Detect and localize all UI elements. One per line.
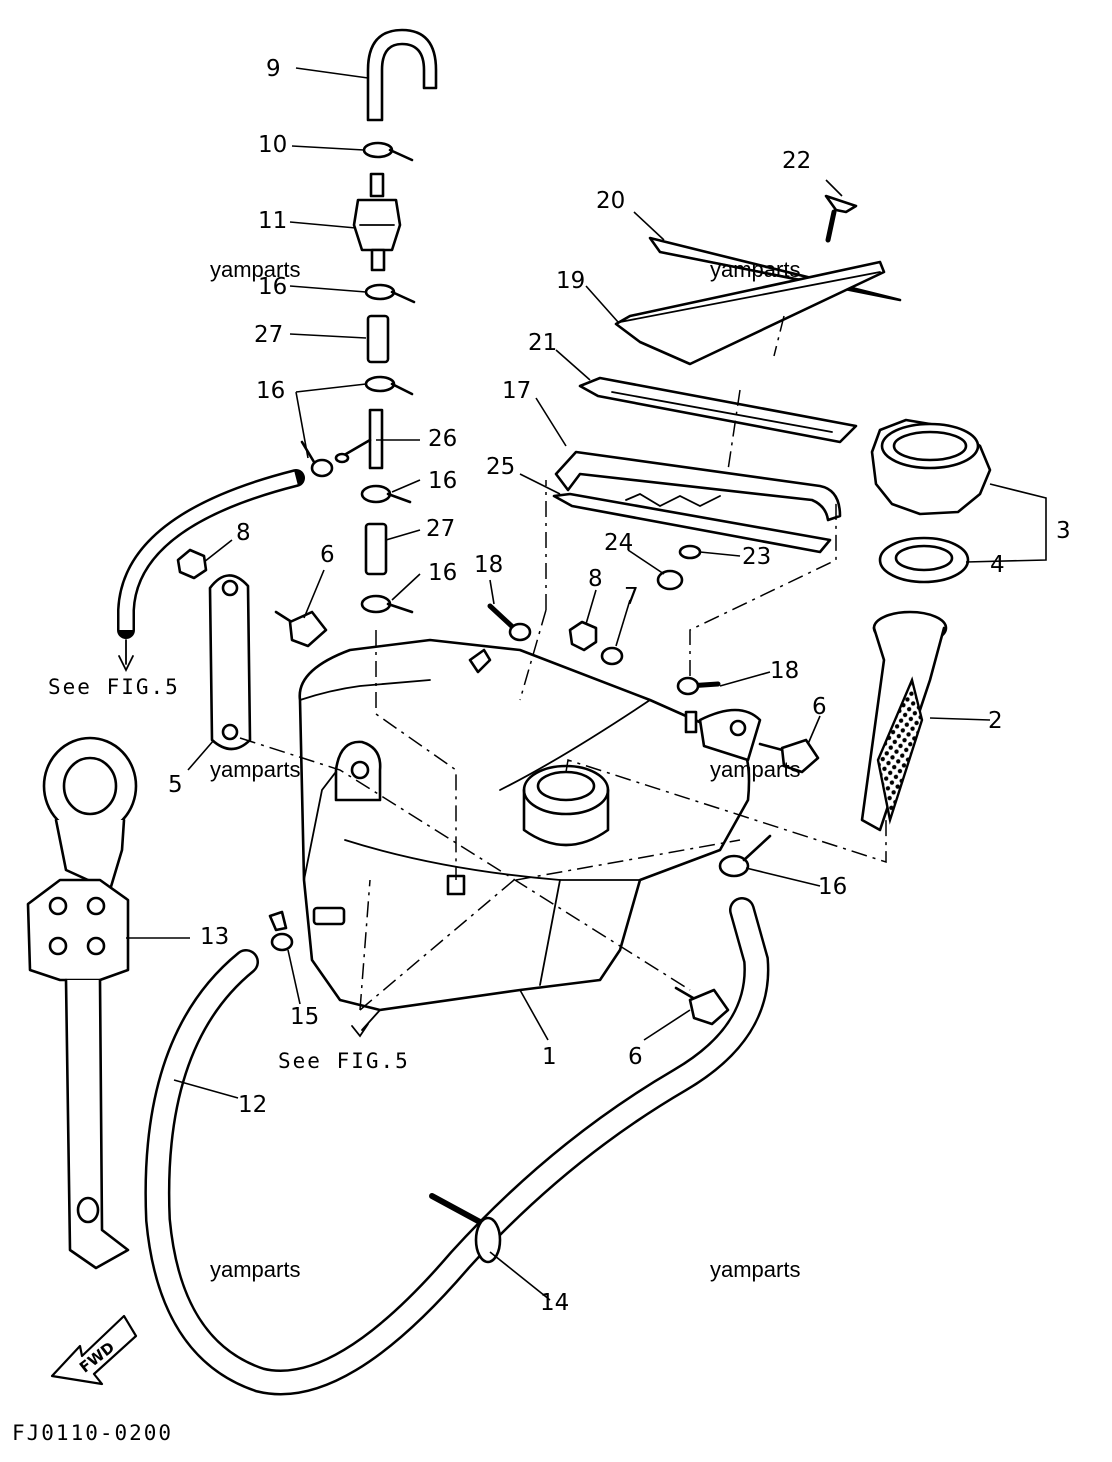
plate-part-19 <box>614 260 886 366</box>
callout-12: 12 <box>238 1092 267 1118</box>
callout-22: 22 <box>782 148 811 174</box>
bolt-part-6-right <box>758 738 820 774</box>
tie-strap-part-14 <box>429 1193 502 1264</box>
hose-clamp-part-16-left <box>300 440 334 478</box>
callout-23: 23 <box>742 544 771 570</box>
strap-part-5 <box>208 574 252 751</box>
callout-5: 5 <box>168 772 183 798</box>
callout-6: 6 <box>320 542 335 568</box>
callout-27: 27 <box>426 516 455 542</box>
hose-part-27-lower <box>364 522 388 576</box>
screw-part-18-left <box>487 603 532 642</box>
bolt-part-6-bottom <box>674 986 730 1026</box>
callout-27: 27 <box>254 322 283 348</box>
see-fig-note-bottom: See FIG.5 <box>278 1049 410 1073</box>
callout-25: 25 <box>486 454 515 480</box>
fuel-tank-part-1 <box>298 638 762 1012</box>
filler-neck-part-2 <box>860 610 948 832</box>
screw-part-18-right <box>676 676 721 696</box>
watermark: yamparts <box>210 757 300 782</box>
vent-hose-part-9 <box>366 28 438 122</box>
callout-16: 16 <box>258 274 287 300</box>
callout-14: 14 <box>540 1290 569 1316</box>
nut-part-24 <box>656 569 684 591</box>
callout-10: 10 <box>258 132 287 158</box>
callout-4: 4 <box>990 552 1005 578</box>
callout-18: 18 <box>474 552 503 578</box>
callout-1: 1 <box>542 1044 557 1070</box>
hose-clamp-part-16-lower <box>360 484 412 504</box>
watermark: yamparts <box>710 1257 800 1282</box>
callout-2: 2 <box>988 708 1003 734</box>
nut-part-8-left <box>176 548 208 580</box>
callout-3: 3 <box>1056 518 1071 544</box>
callout-9: 9 <box>266 56 281 82</box>
drawing-code: FJ0110-0200 <box>12 1421 173 1445</box>
screw-part-22 <box>824 194 858 243</box>
callout-15: 15 <box>290 1004 319 1030</box>
leader-lines <box>126 67 1047 1301</box>
bolt-part-6-left <box>274 610 328 648</box>
hose-clamp-part-16-mid <box>364 375 414 396</box>
base-plate-part-25 <box>552 492 832 554</box>
callout-11: 11 <box>258 208 287 234</box>
gasket-part-4 <box>878 536 970 584</box>
watermark: yamparts <box>710 257 800 282</box>
watermark: yamparts <box>710 757 800 782</box>
washer-part-23 <box>678 544 702 560</box>
filler-cap-part-3 <box>870 418 992 516</box>
callout-7: 7 <box>624 584 639 610</box>
washer-part-7 <box>600 646 624 666</box>
callout-8: 8 <box>236 520 251 546</box>
callout-8: 8 <box>588 566 603 592</box>
callout-17: 17 <box>502 378 531 404</box>
bracket-part-13 <box>26 736 138 1270</box>
callout-6: 6 <box>812 694 827 720</box>
see-fig-note-left: See FIG.5 <box>48 675 180 699</box>
watermark: yamparts <box>210 257 300 282</box>
fitting-part-15 <box>268 906 346 952</box>
callout-18: 18 <box>770 658 799 684</box>
hose-clamp-part-16-bottom <box>360 594 414 614</box>
callout-16: 16 <box>256 378 285 404</box>
callout-16: 16 <box>818 874 847 900</box>
hose-part-27-upper <box>366 314 390 364</box>
fuel-hose-part-12 <box>144 897 770 1396</box>
callout-13: 13 <box>200 924 229 950</box>
forward-direction-arrow: FWD <box>50 1314 138 1386</box>
hose-part-17 <box>554 450 842 522</box>
t-joint-part-26 <box>334 408 384 470</box>
callout-19: 19 <box>556 268 585 294</box>
callout-6: 6 <box>628 1044 643 1070</box>
callout-labels: 9 10 11 16 27 16 26 16 27 16 8 6 5 13 15… <box>168 56 1071 1316</box>
callout-16: 16 <box>428 468 457 494</box>
hose-to-fig5 <box>117 469 305 673</box>
callout-24: 24 <box>604 530 633 556</box>
nut-part-8-right <box>568 620 598 652</box>
callout-26: 26 <box>428 426 457 452</box>
callout-20: 20 <box>596 188 625 214</box>
hose-clamp-part-10 <box>362 141 414 162</box>
callout-16: 16 <box>428 560 457 586</box>
watermark: yamparts <box>210 1257 300 1282</box>
fuel-filter-part-11 <box>352 172 402 272</box>
callout-21: 21 <box>528 330 557 356</box>
hose-clamp-part-16-right <box>718 834 772 878</box>
gasket-part-21 <box>578 376 858 444</box>
hose-clamp-part-16-upper <box>364 283 416 304</box>
